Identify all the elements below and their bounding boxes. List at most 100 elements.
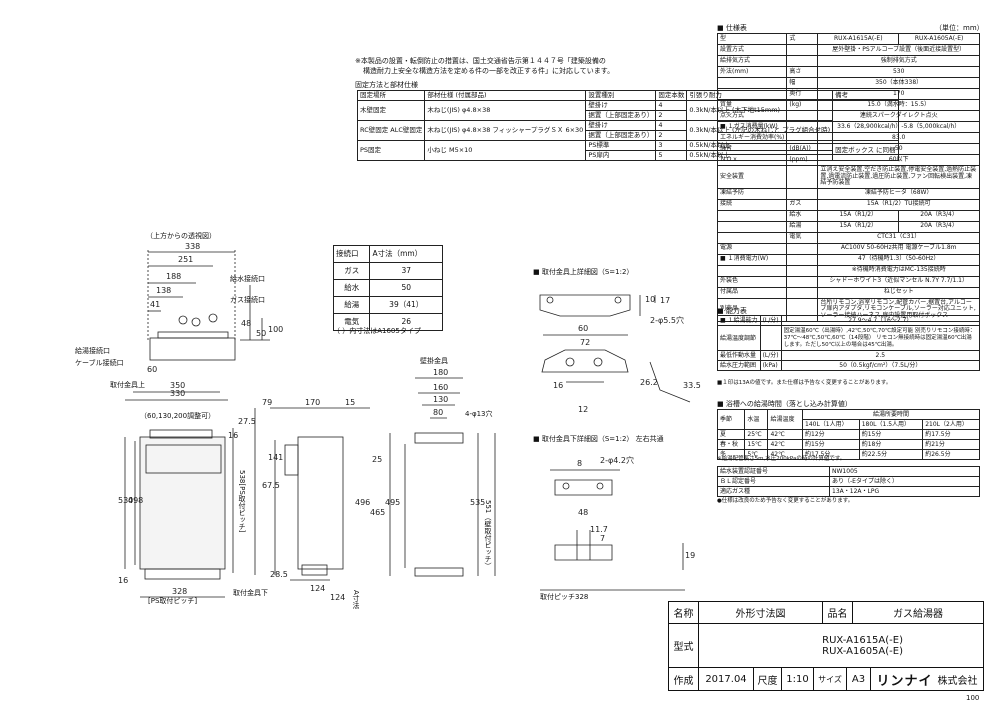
made-label: 作成 [669,668,699,690]
approval-note: ●仕様は改良のため予告なく変更することがあります。 [717,498,854,504]
cell: 適応ガス種 [716,486,831,497]
spec-unit: （単位：mm） [935,24,984,32]
spec-row: 設置方式屋外壁掛・PSアルコーブ設置（後面近接設置型） [716,44,980,56]
scale-label: 尺度 [754,668,782,690]
cell: 13A・12A・LPG [829,486,980,497]
spec-row: 質量(kg)15.0（満水時：15.5） [716,99,980,111]
dimension-label: 26.2 [640,378,658,387]
scale: 1:10 [782,668,814,690]
top-view-label: （上方からの透視図） [146,232,216,240]
dimension-label: 8 [577,459,582,468]
cell: 約17.5分 [802,449,860,460]
dimension-label: 498 [128,496,143,505]
cell: 給水 [332,279,371,297]
spec-row: 安全装置立消え安全装置,空だき防止装置,停電安全装置,過熱防止装置,過電流防止装… [716,165,980,189]
size-label: サイズ [814,668,847,690]
dimension-label: 28.5 [270,570,288,579]
capacity-title: ■ 能力表 [717,307,747,315]
dimension-label: 124 [310,584,325,593]
spec-cell [786,286,819,299]
ps-pitch-vertical-label: 538[PS取付ピッチ] [238,470,246,533]
water-port-label: 給水接続口 [230,275,265,283]
top-view [147,250,270,361]
rinnai-logo: リンナイ [876,673,933,689]
fill-time-note: ※給湯配管長さ5m,水圧200kPaの時の計算値です。 [717,456,846,462]
ps-pitch-label: [PS取付ピッチ] [148,597,198,605]
a-dim-label: A寸法 [352,590,360,609]
dimension-label: 33.5 [683,381,701,390]
name-label: 名称 [669,602,699,624]
dimension-label: 180 [433,368,448,377]
page-number: 100 [966,694,980,702]
spec-row: 給排気方式強制排気方式 [716,55,980,67]
company: リンナイ 株式会社 [871,668,983,690]
detail-top-bracket [539,294,691,403]
bracket-top-adjust-label: （60,130,200調整可） [140,412,216,420]
date: 2017.04 [699,668,754,690]
spec-cell: 60以下 [817,154,980,166]
model-1: RUX-A1615A(-E) [822,634,903,646]
title-block: 名称 外形寸法図 品名 ガス給湯器 型式 RUX-A1615A(-E) RUX-… [668,601,984,691]
dimension-label: 60 [147,365,157,374]
bracket-top-label: 取付金具上 [110,381,145,389]
detail-bottom-bracket [540,469,685,591]
dimension-label: 350 [170,381,185,390]
bracket-bottom-label: 取付金具下 [233,589,268,597]
dimension-label: 124 [330,593,345,602]
spec-cell: (ppm) [786,154,819,166]
dimension-label: 79 [262,398,272,407]
dimension-label: 16 [228,431,238,440]
dimension-label: 170 [305,398,320,407]
wall-pitch-label: 551（壁取付ピッチ） [484,500,492,570]
cell: 冬 [716,449,746,460]
side-view [254,407,370,581]
dimension-label: 80 [433,408,443,417]
dimension-label: 16 [553,381,563,390]
gas-port-label: ガス接続口 [230,296,265,304]
spec-row: 外装色シャドーホワイト3（近似マンセル N.7Y 7.7/1.1） [716,275,980,288]
wall-bracket-view [389,377,496,577]
dimension-label: 67.5 [262,481,280,490]
cell: 26 [369,313,443,331]
dimension-label: 50 [256,329,266,338]
model-2: RUX-A1605A(-E) [822,645,903,657]
dimension-label: 141 [268,453,283,462]
dimension-label: 328 [172,587,187,596]
install-note-line1: ※本製品の設置・転倒防止の措置は、国土交通省告示第１４４７号「建築設備の [355,57,606,65]
fixing-table-title: 固定方法と部材仕様 [355,81,418,89]
dimension-label: 188 [166,272,181,281]
dimension-label: 25 [372,455,382,464]
model-block: RUX-A1615A(-E) RUX-A1605A(-E) [699,624,983,668]
dimension-label: 10 [645,295,655,304]
dimension-label: 465 [370,508,385,517]
fill-time-table: 季節 水温 給湯温度 給湯所要時間 140L（1人用） 180L（1.5人用） … [716,409,980,460]
dimension-label: 2-φ4.2穴 [600,455,634,465]
spec-row: ＮＯｘ(ppm)60以下 [716,154,980,166]
drawing-name: 外形寸法図 [699,602,823,624]
company-suffix: 株式会社 [937,675,978,687]
wall-bracket-label: 壁掛金具 [420,357,448,365]
detail-bottom-title: ■ 取付金具下詳細図（S=1:2） 左右共通 [533,435,664,443]
cell: 5 [655,150,688,161]
product-name: ガス給湯器 [853,602,983,624]
dimension-label: 19 [685,551,695,560]
spec-row: 付属品ねじセット [716,286,980,299]
spec-row: 凍結予防凍結予防ヒータ（68W） [716,187,980,200]
paper-size: A3 [847,668,871,690]
dimension-label: 496 [355,498,370,507]
dimension-label: 60 [578,324,588,333]
spec-cell: 高さ [786,66,819,78]
dimension-label: 338 [185,242,200,251]
mount-pitch-label: 取付ピッチ328 [540,593,589,601]
dimension-label: 27.5 [238,417,256,426]
cell: 50（0.5kgf/cm²）（7.5L/分） [780,360,981,371]
capacity-note: ■１印は13Aの値です。また仕様は予告なく変更することがあります。 [717,380,892,386]
dimension-label: 15 [345,398,355,407]
product-label: 品名 [823,602,853,624]
